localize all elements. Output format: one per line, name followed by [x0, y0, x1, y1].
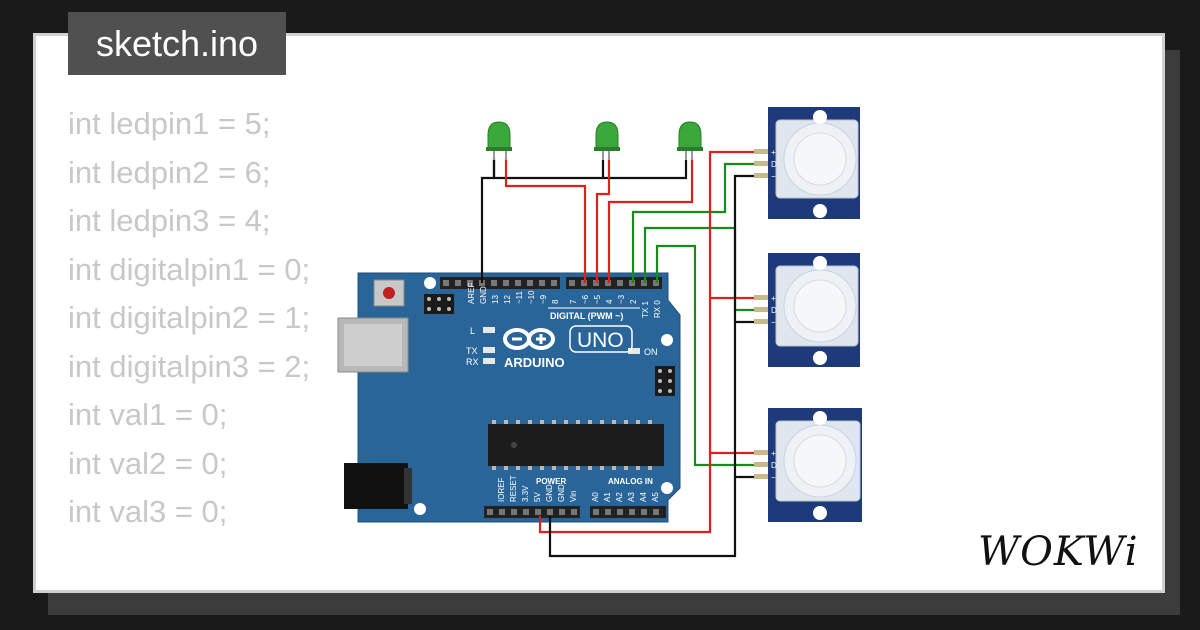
pin-label: ~10 [527, 290, 536, 304]
power-label: POWER [536, 477, 566, 486]
pin-label: A2 [615, 492, 624, 502]
gnd-label: − [771, 473, 776, 482]
analog-label: ANALOG IN [608, 477, 653, 486]
pin-label: A4 [639, 492, 648, 502]
led-3 [677, 121, 703, 160]
pin-label: 12 [503, 295, 512, 304]
wokwi-logo: WOKWi [978, 525, 1150, 580]
data-label: D [771, 461, 777, 470]
pin-label: TX 1 [641, 301, 650, 318]
pin-label: ~11 [515, 290, 524, 304]
led-2 [594, 121, 620, 160]
pin-label: A0 [591, 492, 600, 502]
l-label: L [470, 326, 475, 336]
pin-label: IOREF [497, 477, 506, 502]
pin-label: 2 [629, 299, 638, 304]
pin-label: 8 [551, 299, 560, 304]
arduino-uno-board: AREF GND 13 12 ~11 ~10 ~9 8 7 ~6 ~5 4 ~3… [337, 272, 681, 523]
pin-label: 3.3V [521, 485, 530, 502]
tx-label: TX [466, 346, 478, 356]
pin-label: GND [545, 484, 554, 502]
code-line: int ledpin3 = 4; [68, 203, 271, 238]
filename-tag: sketch.ino [68, 12, 286, 75]
pin-label: 4 [605, 299, 614, 304]
arduino-logo-icon [503, 328, 555, 350]
pin-label: Vin [569, 491, 578, 502]
wokwi-logo-icon: WOKWi [978, 529, 1139, 575]
pir-sensor-1: + D − [754, 107, 860, 219]
pin-label: ~5 [593, 294, 602, 304]
pin-label: ~3 [617, 294, 626, 304]
vcc-label: + [771, 449, 776, 458]
pin-label: ~6 [581, 294, 590, 304]
gnd-label: − [771, 172, 776, 181]
pin-label: 5V [533, 492, 542, 502]
pin-label: A3 [627, 492, 636, 502]
on-label: ON [644, 347, 658, 357]
code-line: int digitalpin1 = 0; [68, 251, 311, 287]
pir-sensor-3: + D − [754, 408, 862, 522]
led-1 [486, 121, 512, 160]
code-line: int digitalpin2 = 1; [68, 300, 311, 335]
code-line: int ledpin1 = 5; [68, 106, 271, 141]
code-line: int ledpin2 = 6; [68, 154, 271, 190]
data-label: D [771, 306, 777, 315]
pin-label: GND [557, 484, 566, 502]
pin-label: ~9 [539, 294, 548, 304]
code-line: int val2 = 0; [68, 445, 228, 481]
logo-text: WOKWi [978, 529, 1139, 575]
digital-label: DIGITAL (PWM ~) [550, 311, 623, 321]
vcc-label: + [771, 148, 776, 157]
pin-label: GND [479, 286, 488, 304]
pin-label: 7 [569, 299, 578, 304]
model-label: UNO [577, 329, 624, 352]
pin-label: 13 [491, 295, 500, 304]
pin-label: AREF [467, 283, 476, 304]
vcc-label: + [771, 294, 776, 303]
code-line: int val1 = 0; [68, 397, 228, 432]
brand-label: ARDUINO [504, 355, 565, 370]
pin-label: A1 [603, 492, 612, 502]
pin-label: A5 [651, 492, 660, 502]
code-line: int digitalpin3 = 2; [68, 348, 311, 384]
code-line: int val3 = 0; [68, 494, 228, 529]
code-snippet: int ledpin1 = 5; int ledpin2 = 6; int le… [68, 100, 310, 537]
wires [480, 150, 768, 558]
pin-label: RX 0 [653, 300, 662, 318]
rx-label: RX [466, 357, 479, 367]
pin-label: RESET [509, 475, 518, 502]
data-label: D [771, 160, 777, 169]
pir-sensor-2: + D − [754, 253, 860, 367]
gnd-label: − [771, 318, 776, 327]
